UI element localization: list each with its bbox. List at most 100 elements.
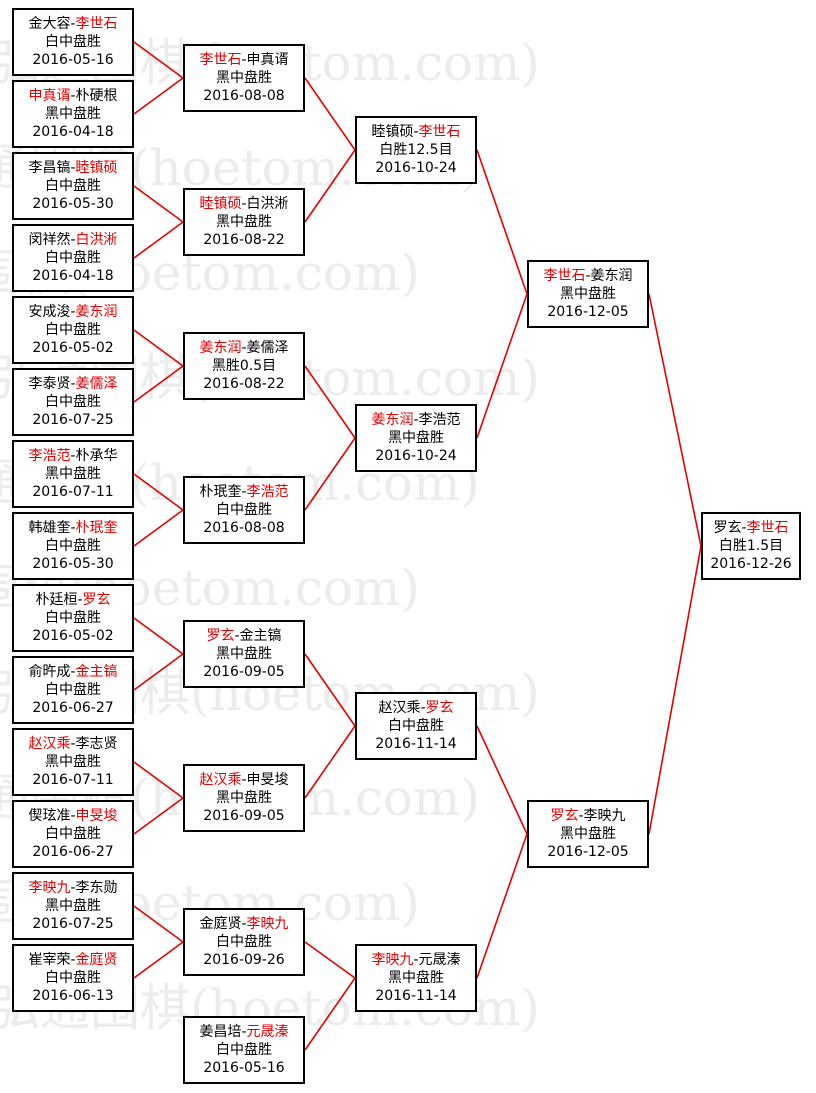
player-name: 李昌镐 [28,160,71,176]
match-date: 2016-08-22 [203,232,285,248]
player-separator: - [241,340,247,356]
player-name: 朴珉奎 [75,520,118,536]
player-separator: - [413,952,419,968]
player-separator: - [241,1024,247,1040]
connector-line [133,77,184,115]
player-separator: - [70,376,76,392]
match-players: 睦镇硕-李世石 [357,123,475,141]
player-separator: - [70,88,76,104]
player-separator: - [70,808,76,824]
match-date: 2016-07-11 [32,484,114,500]
connector-line [133,509,184,547]
match-players: 安成浚-姜东润 [14,303,132,321]
connector-line [133,941,184,979]
player-name: 罗玄 [425,700,454,716]
match-players: 申真谞-朴硬根 [14,87,132,105]
match-players: 罗玄-李世石 [703,519,799,537]
connector-line [304,725,356,799]
match-result: 黑中盘胜 [216,70,272,86]
match-players: 崔宰荣-金庭贤 [14,951,132,969]
match-date: 2016-04-18 [32,268,114,284]
match-date: 2016-07-25 [32,916,114,932]
connector-line [133,797,184,835]
match-date: 2016-07-25 [32,412,114,428]
match-players: 赵汉乘-申旻埈 [185,771,303,789]
match-result: 黑中盘胜 [45,106,101,122]
connector-line [476,149,528,295]
match-result: 黑中盘胜 [45,754,101,770]
player-name: 朴廷桓 [35,592,78,608]
player-name: 睦镇硕 [199,196,242,212]
match-result: 黑中盘胜 [216,214,272,230]
match-players: 朴廷桓-罗玄 [14,591,132,609]
player-name: 李浩范 [418,412,461,428]
player-name: 李世石 [418,124,461,140]
match-result: 白中盘胜 [45,250,101,266]
connector-line [304,977,356,1051]
connector-line [304,437,356,511]
player-name: 朴承华 [75,448,118,464]
match-players: 李世石-申真谞 [185,51,303,69]
match-date: 2016-04-18 [32,124,114,140]
match-result: 白中盘胜 [45,826,101,842]
match-result: 白中盘胜 [45,970,101,986]
match-box[interactable]: 申真谞-朴硬根黑中盘胜 2016-04-18 [12,80,134,148]
player-name: 申旻埈 [75,808,118,824]
match-result: 白胜12.5目 [379,142,453,158]
match-box[interactable]: 睦镇硕-李世石白胜12.5目 2016-10-24 [355,116,477,184]
player-name: 李映九 [28,880,71,896]
match-result: 白中盘胜 [45,178,101,194]
player-name: 李浩范 [246,484,289,500]
connector-line [476,725,528,835]
match-box[interactable]: 金大容-李世石白中盘胜 2016-05-16 [12,8,134,76]
player-name: 申真谞 [246,52,289,68]
match-date: 2016-05-16 [32,52,114,68]
match-players: 姜东润-姜儒泽 [185,339,303,357]
player-separator: - [70,16,76,32]
connector-line [304,77,356,151]
match-date: 2016-05-02 [32,628,114,644]
connector-line [648,545,702,835]
match-result: 黑中盘胜 [216,790,272,806]
match-result: 白中盘胜 [45,34,101,50]
player-name: 赵汉乘 [378,700,421,716]
match-date: 2016-09-26 [203,952,285,968]
player-name: 姜东润 [199,340,242,356]
connector-line [476,833,528,979]
connector-line [304,941,356,979]
match-result: 白中盘胜 [45,394,101,410]
match-players: 金大容-李世石 [14,15,132,33]
connector-line [133,473,184,511]
player-separator: - [578,808,584,824]
match-result: 黑中盘胜 [560,286,616,302]
match-result: 黑中盘胜 [560,826,616,842]
match-date: 2016-10-24 [375,160,457,176]
match-result: 白中盘胜 [216,502,272,518]
